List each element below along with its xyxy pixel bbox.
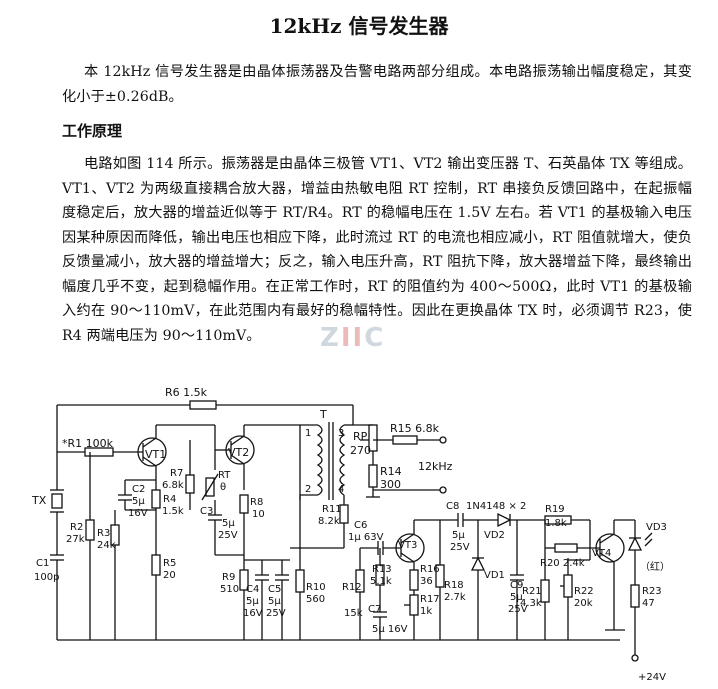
body-paragraph: 电路如图 114 所示。振荡器是由晶体三极管 VT1、VT2 输出变压器 T、石… xyxy=(62,156,692,344)
label-r3: R3 xyxy=(97,528,110,539)
label-transformer: T xyxy=(319,408,327,421)
section-heading: 工作原理 xyxy=(62,122,123,140)
label-r21: R21 xyxy=(522,586,542,597)
label-r23: R23 xyxy=(642,586,662,597)
label-vt3: VT3 xyxy=(398,540,417,551)
label-tx: TX xyxy=(31,494,47,507)
label-r2-value: 27k xyxy=(66,534,85,545)
label-vt4: VT4 xyxy=(592,548,611,559)
label-c6-value: 1μ 63V xyxy=(348,532,384,543)
label-c8-voltage: 25V xyxy=(450,542,470,553)
label-r1: *R1 100k xyxy=(62,437,114,450)
label-r9: R9 xyxy=(222,572,235,583)
label-c6: C6 xyxy=(354,520,367,531)
label-rp: RP xyxy=(353,430,368,443)
label-r4-value: 1.5k xyxy=(162,506,184,517)
label-r4: R4 xyxy=(163,494,176,505)
label-c3-voltage: 25V xyxy=(218,530,238,541)
label-r19: R19 xyxy=(545,504,565,515)
label-output: 12kHz xyxy=(418,460,453,473)
label-r20: R20 2.4k xyxy=(540,558,585,569)
label-r15: R15 6.8k xyxy=(390,422,440,435)
label-r8: R8 xyxy=(250,497,263,508)
page-title: 12kHz 信号发生器 xyxy=(269,14,449,38)
label-r18: R18 xyxy=(444,580,464,591)
label-c4-voltage: 16V xyxy=(243,608,263,619)
label-r13: R13 xyxy=(372,564,392,575)
intro-paragraph: 本 12kHz 信号发生器是由晶体振荡器及告警电路两部分组成。本电路振荡输出幅度… xyxy=(62,64,692,105)
label-pin1: 1 xyxy=(305,428,311,439)
label-c5-value: 5μ xyxy=(268,596,281,607)
label-r18-value: 2.7k xyxy=(444,592,466,603)
label-r7-value: 6.8k xyxy=(162,480,184,491)
label-r7: R7 xyxy=(170,468,183,479)
label-vcc: +24V xyxy=(638,672,666,683)
label-c7: C7 xyxy=(368,604,381,615)
label-c9: C9 xyxy=(510,580,523,591)
label-r16: R16 xyxy=(420,564,440,575)
label-r5: R5 xyxy=(163,558,176,569)
label-c3: C3 xyxy=(200,506,213,517)
label-r19-value: 1.8k xyxy=(545,518,567,529)
label-r13-value: 5.1k xyxy=(370,576,392,587)
label-r12: R12 xyxy=(342,582,362,593)
label-r17: R17 xyxy=(420,594,440,605)
label-c8: C8 xyxy=(446,501,459,512)
label-r21-value: 4.3k xyxy=(520,598,542,609)
label-r11: R11 xyxy=(322,504,342,515)
label-vd3: VD3 xyxy=(646,522,667,533)
label-r2: R2 xyxy=(70,522,83,533)
label-c7-value: 5μ 16V xyxy=(372,624,408,635)
label-r17-value: 1k xyxy=(420,606,432,617)
label-c2-voltage: 16V xyxy=(128,508,148,519)
label-c1: C1 xyxy=(36,558,49,569)
label-vt2: VT2 xyxy=(228,446,249,459)
label-c5-voltage: 25V xyxy=(266,608,286,619)
label-r22-value: 20k xyxy=(574,598,593,609)
label-vd2: VD2 xyxy=(484,530,505,541)
label-c3-value: 5μ xyxy=(222,518,235,529)
label-vt1: VT1 xyxy=(145,448,166,461)
label-c9-voltage: 25V xyxy=(508,604,528,615)
label-c4-value: 5μ xyxy=(246,596,259,607)
label-vd3-color: （红） xyxy=(640,560,670,573)
label-r6: R6 1.5k xyxy=(165,386,208,399)
label-pin2: 2 xyxy=(305,484,311,495)
label-r16-value: 36 xyxy=(420,576,433,587)
label-c5: C5 xyxy=(268,584,281,595)
label-r12-value: 15k xyxy=(344,608,363,619)
label-r23-value: 47 xyxy=(642,598,655,609)
label-r8-value: 10 xyxy=(252,509,265,520)
label-rt: RT xyxy=(218,470,231,481)
label-rp-value: 270 xyxy=(350,444,371,457)
label-c9-value: 5μ xyxy=(510,592,523,603)
label-c4: C4 xyxy=(246,584,259,595)
label-r14-value: 300 xyxy=(380,478,401,491)
watermark-logo: ZIIC xyxy=(320,323,386,353)
label-c2: C2 xyxy=(132,484,145,495)
label-vd1: VD1 xyxy=(484,570,505,581)
label-r9-value: 510 xyxy=(220,584,239,595)
label-r11-value: 8.2k xyxy=(318,516,340,527)
label-r3-value: 24k xyxy=(97,540,116,551)
label-r14: R14 xyxy=(380,465,402,478)
label-r5-value: 20 xyxy=(163,570,176,581)
label-r10-value: 560 xyxy=(306,594,325,605)
label-r10: R10 xyxy=(306,582,326,593)
label-pin4: 4 xyxy=(338,484,344,495)
label-c1-value: 100p xyxy=(34,572,59,583)
label-diode-note: 1N4148 × 2 xyxy=(466,501,526,512)
label-c8-value: 5μ xyxy=(452,530,465,541)
label-rt-symbol: θ xyxy=(220,482,226,493)
label-c2-value: 5μ xyxy=(132,496,145,507)
label-r22: R22 xyxy=(574,586,594,597)
label-pin3: 3 xyxy=(338,428,344,439)
